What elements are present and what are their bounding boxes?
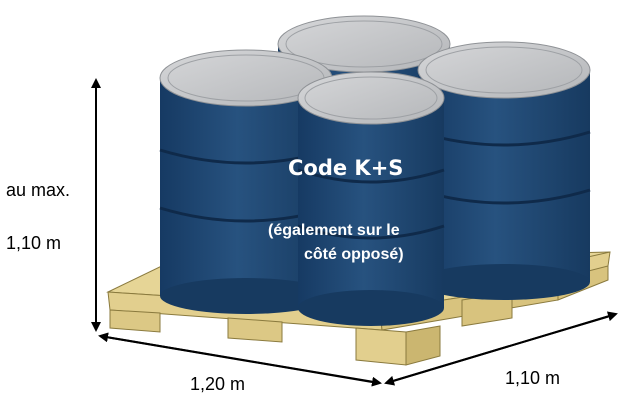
note-line-2: côté opposé): [304, 246, 404, 263]
height-value-label: 1,10 m: [6, 233, 62, 253]
dimension-arrows: [91, 78, 618, 387]
pallet-block-mid: [227, 317, 283, 343]
length-value-label: 1,20 m: [190, 374, 246, 394]
code-title: Code K+S: [288, 156, 404, 180]
width-value-label: 1,10 m: [505, 368, 561, 388]
pallet-block-left: [109, 309, 161, 333]
width-arrow-end: [384, 315, 611, 386]
height-prefix-label: au max.: [6, 180, 71, 200]
length-arrow-end: [105, 336, 382, 387]
pallet-block-front-side: [405, 325, 441, 366]
drum-right: [417, 41, 591, 300]
drum-front: [297, 71, 445, 326]
pallet-block-front: [355, 327, 407, 366]
note-line-1: (également sur le: [268, 222, 400, 239]
